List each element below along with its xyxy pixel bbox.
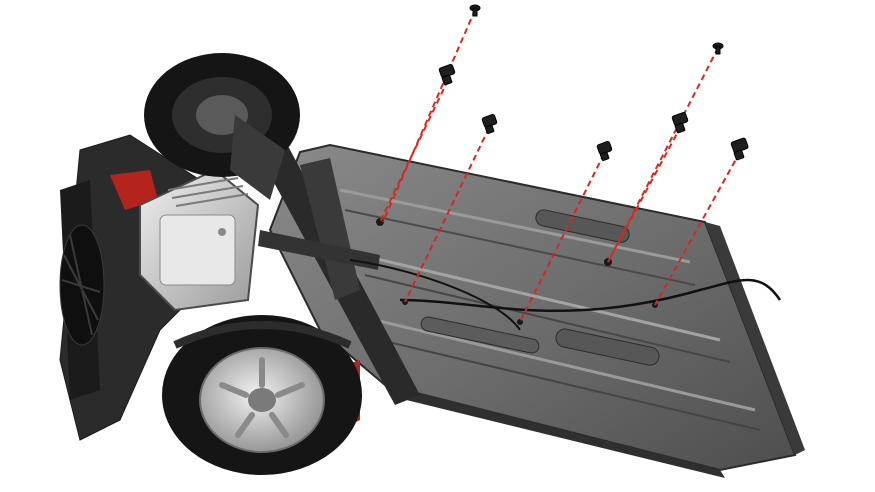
screw-icon: [469, 4, 481, 17]
frame-rails: [240, 112, 782, 405]
upper-wheel: [144, 53, 300, 200]
mount-hole: [376, 218, 384, 226]
screw-icon: [712, 42, 724, 55]
guide-line: [404, 127, 490, 303]
lower-wheel: [162, 315, 362, 475]
clip-icon: [730, 137, 749, 161]
guide-line: [382, 9, 476, 223]
guide-line: [519, 153, 605, 323]
clip-icon: [438, 63, 456, 86]
guide-line: [607, 125, 682, 263]
clip-icon: [596, 140, 613, 162]
clip-icon: [481, 113, 498, 135]
guide-line: [654, 151, 741, 306]
guide-line: [379, 79, 449, 223]
clip-icon: [671, 111, 689, 134]
fasteners: [438, 4, 749, 162]
guide-lines: [379, 9, 741, 323]
